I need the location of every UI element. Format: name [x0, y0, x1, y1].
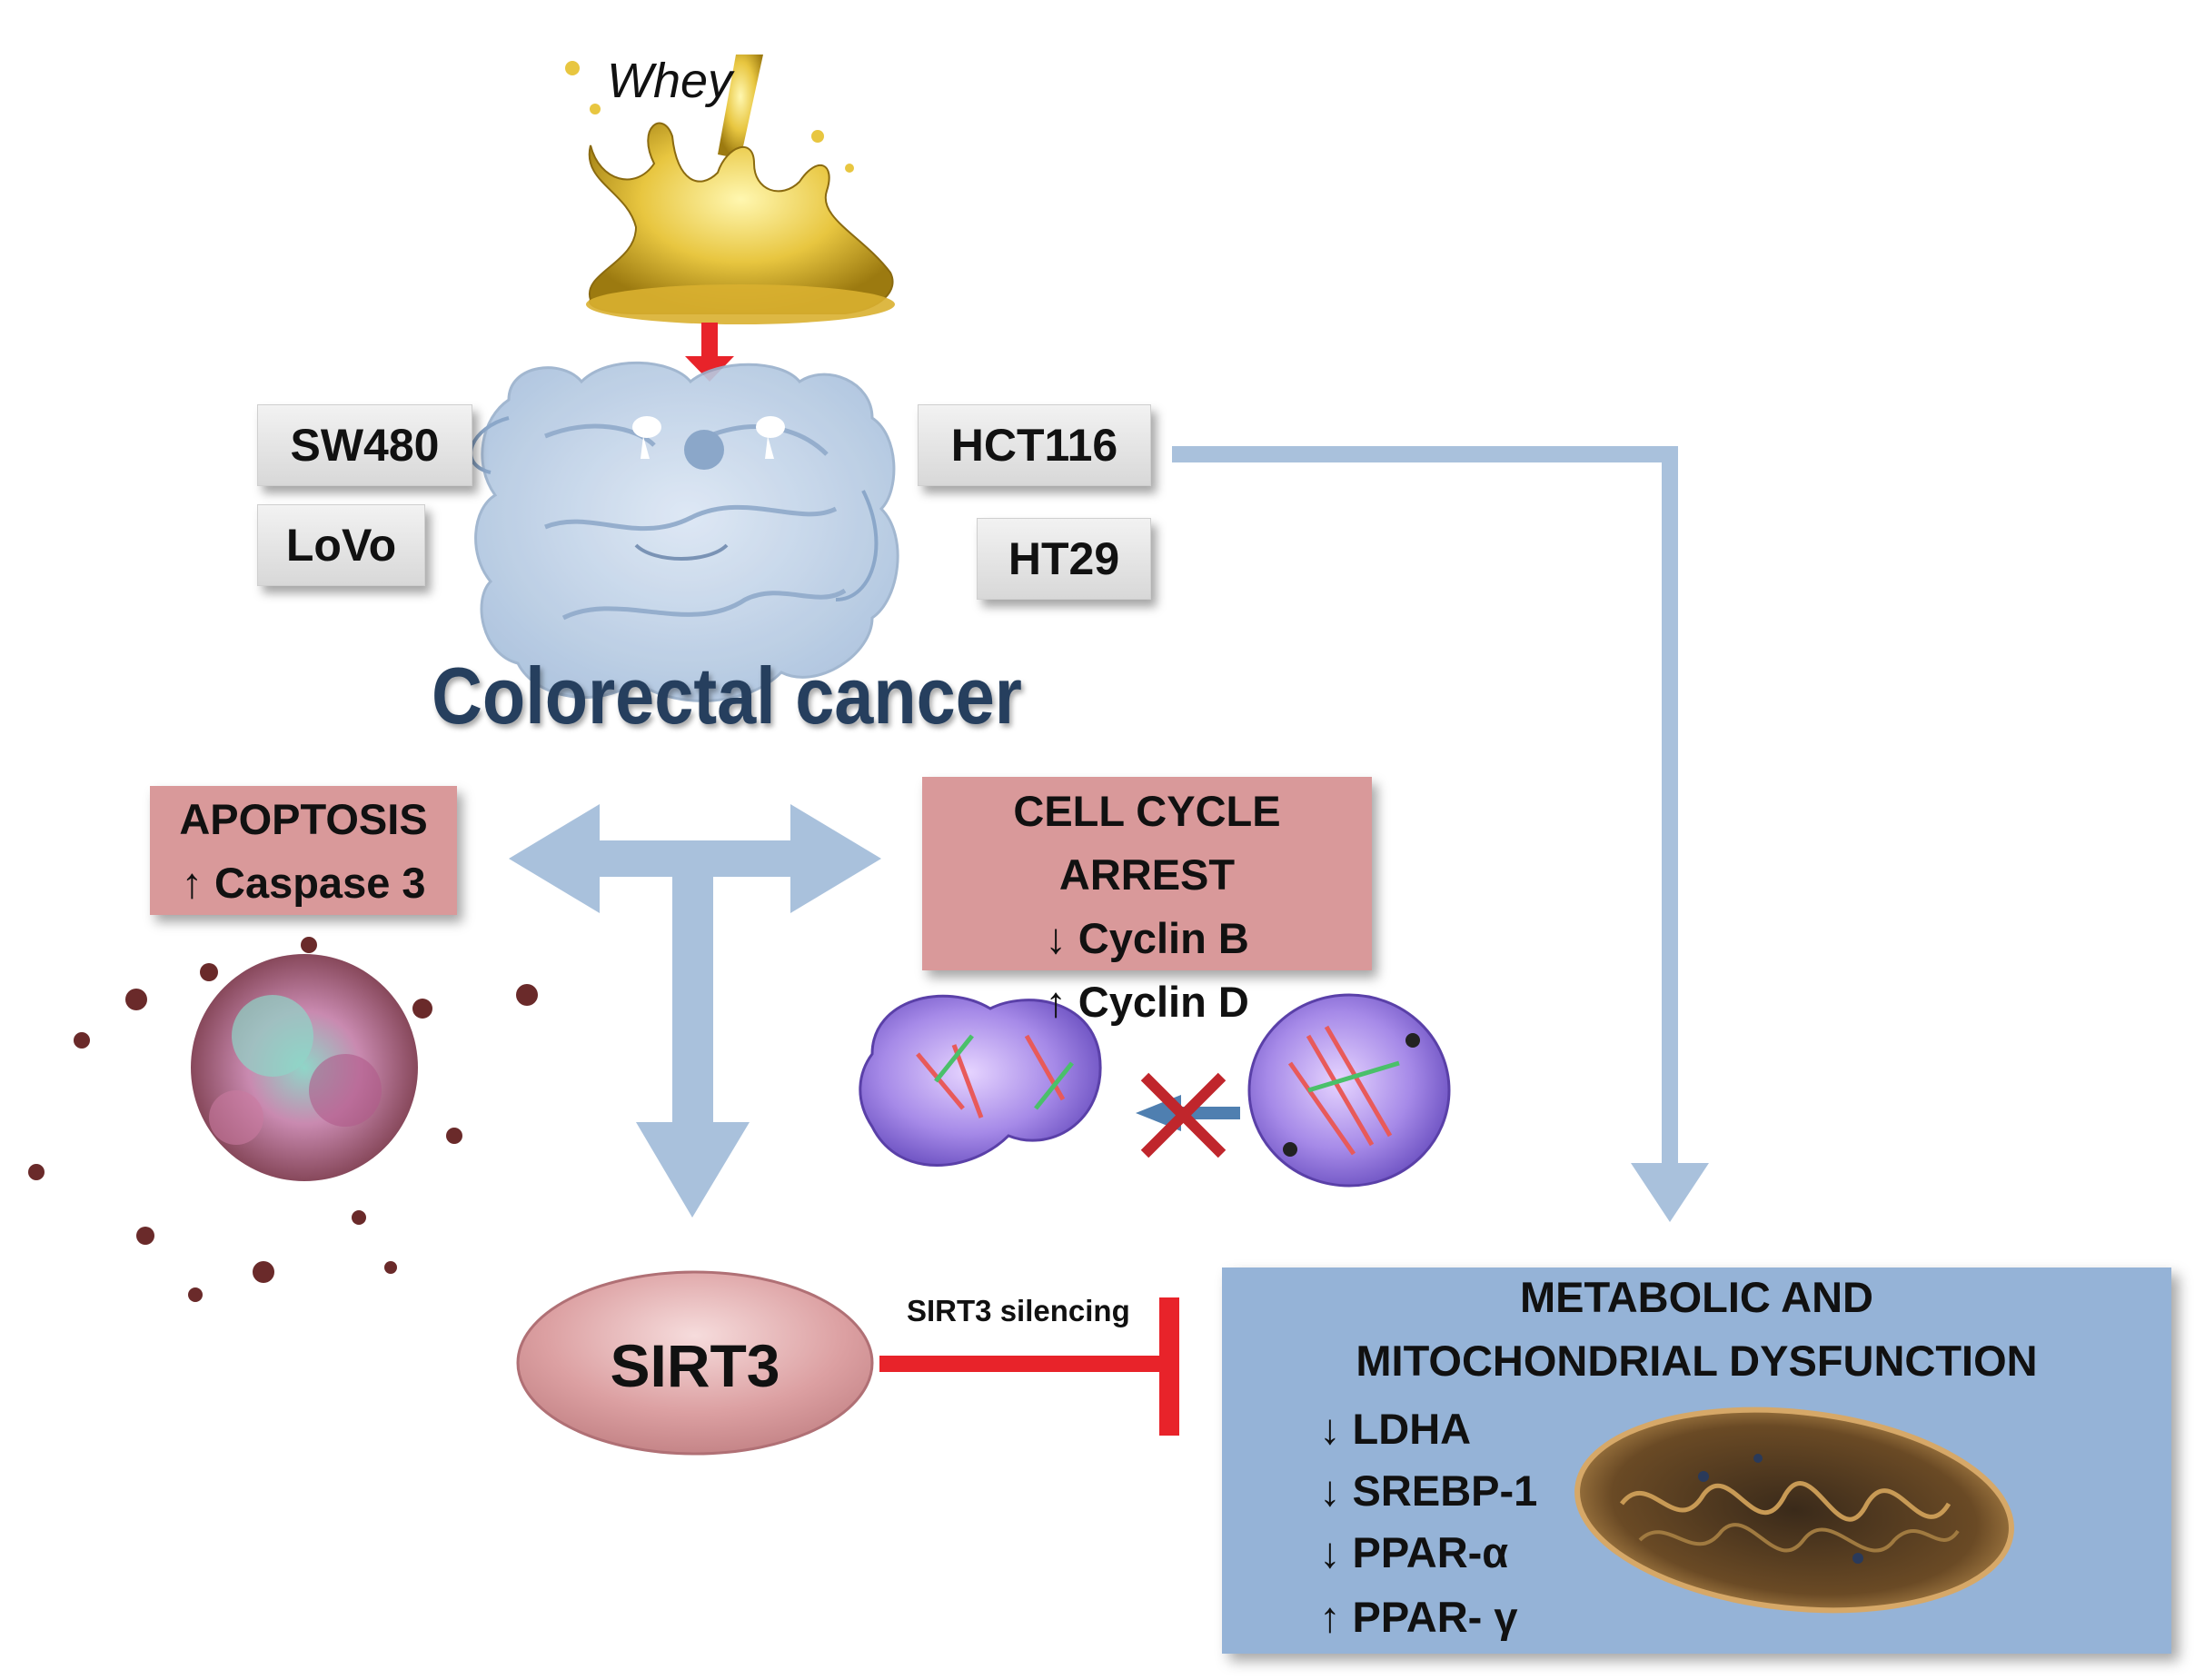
cell-line-ht29: HT29 — [977, 518, 1151, 600]
sirt3-node — [516, 1270, 874, 1456]
cell-line-sw480: SW480 — [257, 404, 472, 486]
whey-splash-icon — [565, 55, 895, 324]
colon-icon — [469, 361, 899, 702]
metabolic-title-1: METABOLIC AND — [1519, 1273, 1873, 1321]
sirt3-silencing-label: SIRT3 silencing — [907, 1294, 1130, 1327]
pathway-t-arrow — [509, 804, 881, 1218]
ppar-alpha-marker: ↓ PPAR-α — [1319, 1528, 1509, 1576]
srebp1-marker: ↓ SREBP-1 — [1319, 1466, 1538, 1515]
ppar-gamma-marker: ↑ PPAR- γ — [1319, 1593, 1518, 1641]
metaphase-cell-icon — [1247, 993, 1451, 1188]
metabolic-title-2: MITOCHONDRIAL DYSFUNCTION — [1356, 1337, 2038, 1385]
apoptosis-marker: ↑ Caspase 3 — [181, 859, 426, 907]
cell-line-hct116: HCT116 — [918, 404, 1151, 486]
cyclin-b-marker: ↓ Cyclin B — [1045, 914, 1249, 962]
cyclin-d-marker: ↑ Cyclin D — [1045, 978, 1249, 1026]
dividing-cell-icon — [859, 994, 1102, 1167]
cell-cycle-title: CELL CYCLE ARREST — [1013, 787, 1281, 899]
sirt3-label: SIRT3 — [610, 1332, 780, 1399]
blocked-division-arrow — [1136, 1072, 1240, 1158]
mitochondrion-icon — [1574, 1407, 2014, 1614]
sirt3-inhibition-arrow — [879, 1297, 1179, 1436]
cell-line-lovo: LoVo — [257, 504, 425, 586]
apoptotic-cell-icon — [28, 937, 538, 1302]
hct116-to-metabolic-arrow — [1172, 446, 1709, 1222]
apoptosis-box: APOPTOSIS ↑ Caspase 3 — [150, 786, 457, 915]
cell-cycle-box: CELL CYCLE ARREST ↓ Cyclin B ↑ Cyclin D — [922, 777, 1372, 1026]
whey-to-colon-arrow — [685, 323, 734, 382]
disease-label: Colorectal cancer — [432, 651, 1022, 741]
whey-label: Whey — [607, 54, 733, 108]
apoptosis-title: APOPTOSIS — [179, 795, 428, 843]
ldha-marker: ↓ LDHA — [1319, 1405, 1472, 1453]
